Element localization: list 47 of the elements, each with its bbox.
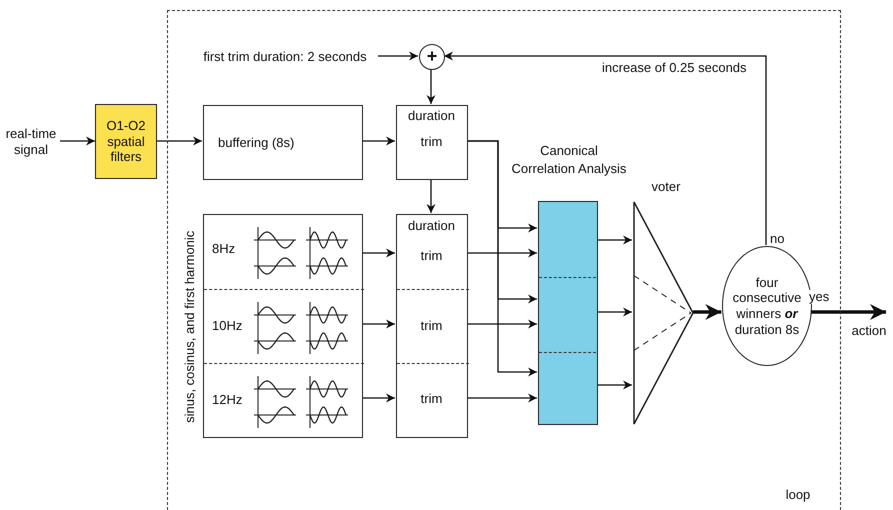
process-box — [203, 105, 363, 180]
arrow — [362, 320, 395, 328]
node-text: duration — [407, 108, 456, 124]
arrow — [362, 248, 395, 258]
arrow — [597, 380, 632, 390]
edge-label: increase of 0.25 seconds — [602, 61, 747, 76]
loop-boundary — [167, 10, 841, 510]
node-text: Canonical Correlation Analysis — [510, 142, 628, 178]
node-text: real-time signal — [4, 126, 58, 158]
node-text: buffering (8s) — [218, 134, 294, 150]
process-box — [396, 214, 468, 438]
node-text: voter — [650, 179, 682, 195]
node-text: trim — [420, 248, 444, 264]
process-box — [396, 105, 468, 180]
node-text: action — [852, 323, 886, 339]
plus-sign: + — [426, 46, 438, 68]
arrow — [426, 69, 436, 104]
node-text: loop — [784, 487, 812, 503]
node-text: trim — [420, 134, 444, 150]
node-text: four consecutive winners or duration 8s — [732, 274, 802, 338]
node-text: 12Hz — [212, 392, 244, 408]
arrow — [467, 394, 537, 402]
arrow — [426, 179, 436, 213]
arrow — [467, 248, 537, 258]
arrow — [444, 52, 767, 245]
arrow — [60, 136, 95, 146]
arrow — [362, 394, 395, 402]
arrow — [467, 140, 537, 376]
node-text: trim — [420, 318, 444, 334]
node-text: duration — [407, 218, 456, 234]
arrow — [362, 136, 395, 146]
arrow — [467, 320, 537, 328]
node-text: O1-O2 spatial filters — [105, 118, 146, 165]
node-text: 8Hz — [212, 241, 236, 257]
arrow — [378, 52, 418, 60]
node-text: 10Hz — [212, 318, 244, 334]
node-text: first trim duration: 2 seconds — [203, 49, 367, 65]
arrow — [597, 308, 632, 316]
edge-label: yes — [809, 290, 830, 304]
node-text: sinus, cosinus, and first harmonic — [182, 230, 198, 425]
arrow — [157, 136, 202, 146]
filter-box — [95, 104, 157, 179]
node-text: trim — [420, 391, 444, 407]
arrow — [693, 304, 722, 320]
summing-junction — [419, 44, 445, 70]
arrow — [597, 236, 632, 244]
arrow — [810, 304, 886, 320]
